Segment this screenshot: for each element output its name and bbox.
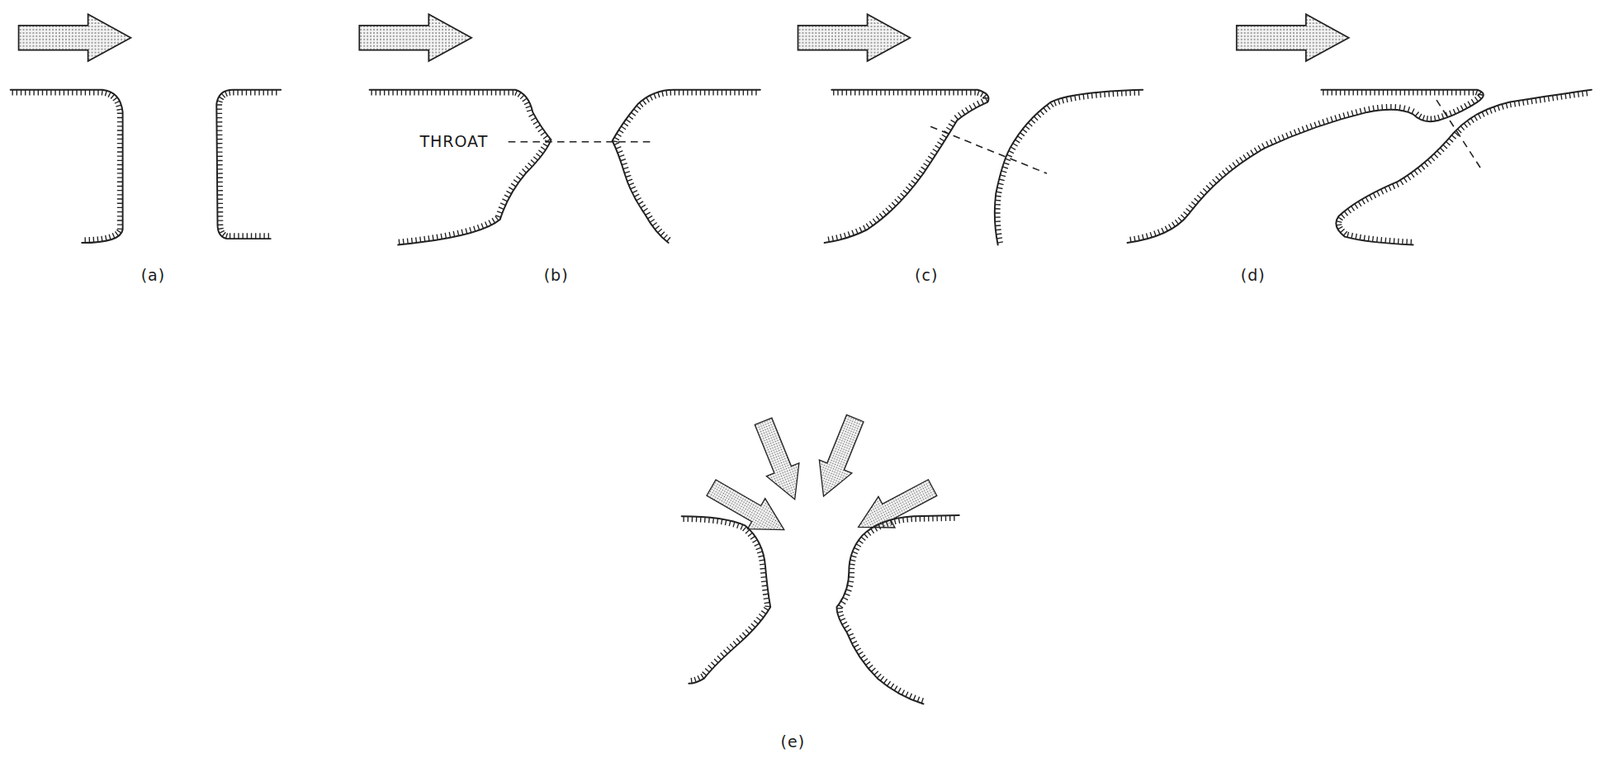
panel-label: (a) bbox=[139, 267, 167, 284]
throat-lines bbox=[508, 99, 1482, 174]
panel-label: (b) bbox=[542, 267, 571, 284]
land-hatching bbox=[12, 89, 1587, 704]
shorelines bbox=[10, 89, 1592, 705]
throat-label: THROAT bbox=[417, 133, 490, 150]
hatch-strokes bbox=[12, 89, 1587, 704]
panel-label: (e) bbox=[779, 733, 808, 750]
panel-label: (d) bbox=[1239, 267, 1268, 284]
panel-label: (c) bbox=[913, 267, 940, 284]
